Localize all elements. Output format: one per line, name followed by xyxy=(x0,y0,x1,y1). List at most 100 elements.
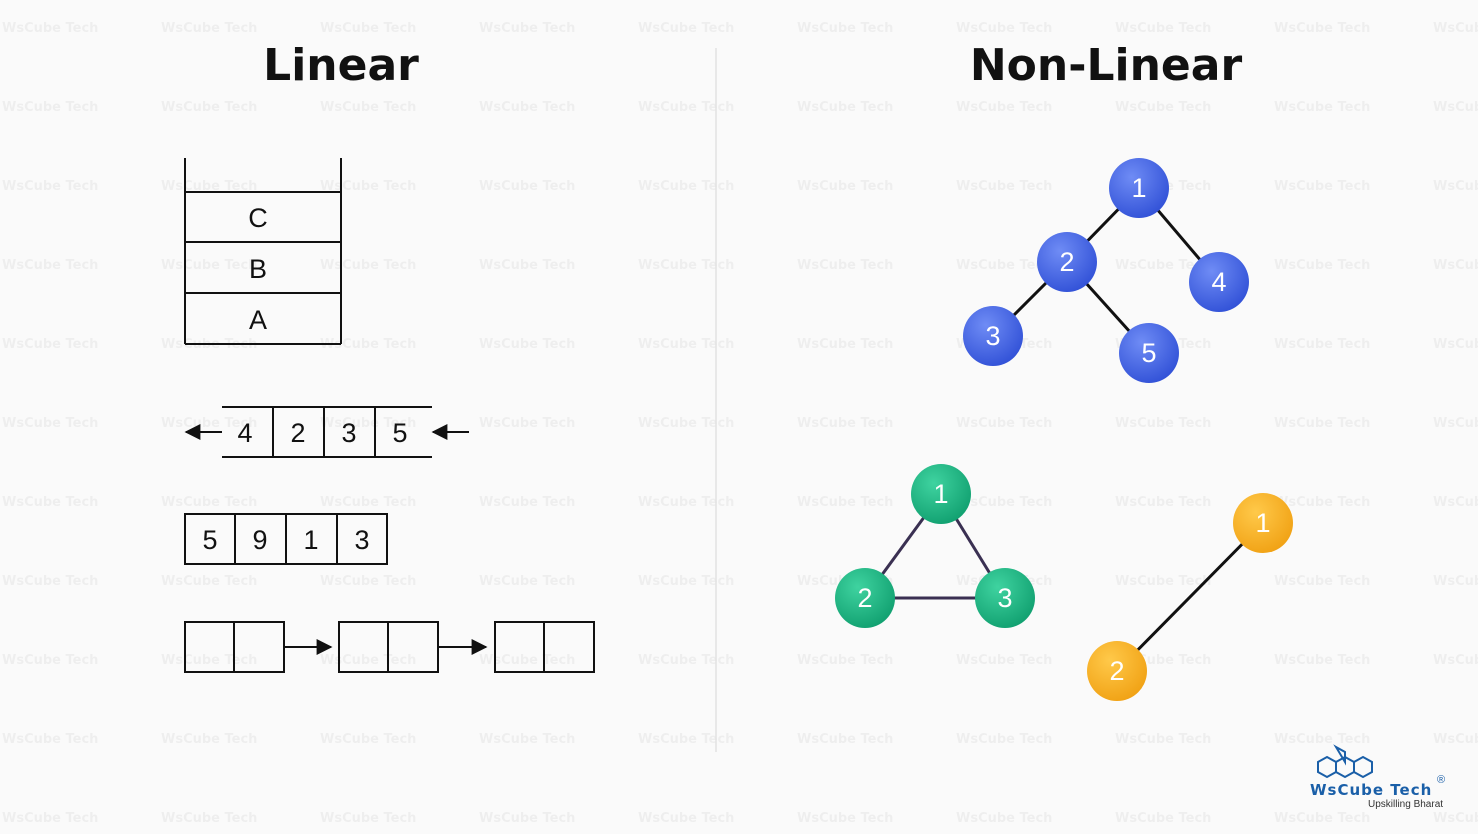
tree-diagram: 1 2 4 3 5 xyxy=(963,158,1249,383)
watermark-text: WsCube Tech xyxy=(638,732,734,747)
graph-node xyxy=(835,568,895,628)
watermark-text: WsCube Tech xyxy=(797,732,893,747)
array-item: 3 xyxy=(354,525,369,555)
non-linear-heading: Non-Linear xyxy=(970,40,1243,91)
watermark-text: WsCube Tech xyxy=(1115,732,1211,747)
watermark-layer: WsCube TechWsCube TechWsCube TechWsCube … xyxy=(2,21,1478,826)
watermark-text: WsCube Tech xyxy=(161,811,257,826)
watermark-text: WsCube Tech xyxy=(797,811,893,826)
watermark-text: WsCube Tech xyxy=(1433,337,1478,352)
tree-node-label: 4 xyxy=(1211,267,1226,297)
tree-node-label: 3 xyxy=(985,321,1000,351)
watermark-text: WsCube Tech xyxy=(956,495,1052,510)
watermark-text: WsCube Tech xyxy=(479,337,575,352)
tree-node xyxy=(963,306,1023,366)
watermark-text: WsCube Tech xyxy=(2,811,98,826)
watermark-text: WsCube Tech xyxy=(161,258,257,273)
watermark-text: WsCube Tech xyxy=(1433,179,1478,194)
pair-node-label: 1 xyxy=(1255,508,1270,538)
tree-node xyxy=(1037,232,1097,292)
watermark-text: WsCube Tech xyxy=(956,732,1052,747)
watermark-text: WsCube Tech xyxy=(320,100,416,115)
watermark-text: WsCube Tech xyxy=(320,21,416,36)
watermark-text: WsCube Tech xyxy=(1115,258,1211,273)
watermark-text: WsCube Tech xyxy=(638,811,734,826)
watermark-text: WsCube Tech xyxy=(479,100,575,115)
watermark-text: WsCube Tech xyxy=(1115,495,1211,510)
watermark-text: WsCube Tech xyxy=(1115,811,1211,826)
watermark-text: WsCube Tech xyxy=(956,416,1052,431)
tree-node-label: 1 xyxy=(1131,173,1146,203)
stack-item: C xyxy=(248,203,268,233)
watermark-text: WsCube Tech xyxy=(797,495,893,510)
watermark-text: WsCube Tech xyxy=(638,179,734,194)
watermark-text: WsCube Tech xyxy=(2,337,98,352)
brand-tagline: Upskilling Bharat xyxy=(1368,799,1443,810)
watermark-text: WsCube Tech xyxy=(2,416,98,431)
watermark-text: WsCube Tech xyxy=(479,495,575,510)
watermark-text: WsCube Tech xyxy=(161,574,257,589)
watermark-text: WsCube Tech xyxy=(320,811,416,826)
watermark-text: WsCube Tech xyxy=(797,416,893,431)
queue-item: 2 xyxy=(290,418,305,448)
watermark-text: WsCube Tech xyxy=(956,811,1052,826)
graph-node-label: 1 xyxy=(933,479,948,509)
watermark-text: WsCube Tech xyxy=(1433,100,1478,115)
watermark-text: WsCube Tech xyxy=(1433,574,1478,589)
watermark-text: WsCube Tech xyxy=(2,653,98,668)
pair-graph-diagram: 1 2 xyxy=(1087,493,1293,701)
watermark-text: WsCube Tech xyxy=(638,416,734,431)
queue-item: 5 xyxy=(392,418,407,448)
watermark-text: WsCube Tech xyxy=(161,732,257,747)
watermark-text: WsCube Tech xyxy=(956,100,1052,115)
registered-mark: ® xyxy=(1437,774,1445,786)
watermark-text: WsCube Tech xyxy=(479,21,575,36)
tree-node-label: 2 xyxy=(1059,247,1074,277)
watermark-text: WsCube Tech xyxy=(320,732,416,747)
watermark-text: WsCube Tech xyxy=(1274,416,1370,431)
watermark-text: WsCube Tech xyxy=(320,416,416,431)
watermark-text: WsCube Tech xyxy=(1274,495,1370,510)
watermark-text: WsCube Tech xyxy=(638,653,734,668)
watermark-text: WsCube Tech xyxy=(2,21,98,36)
array-item: 9 xyxy=(252,525,267,555)
watermark-text: WsCube Tech xyxy=(797,100,893,115)
watermark-text: WsCube Tech xyxy=(161,653,257,668)
watermark-text: WsCube Tech xyxy=(1274,258,1370,273)
watermark-text: WsCube Tech xyxy=(2,732,98,747)
tree-node xyxy=(1119,323,1179,383)
watermark-text: WsCube Tech xyxy=(1115,21,1211,36)
watermark-text: WsCube Tech xyxy=(797,653,893,668)
watermark-text: WsCube Tech xyxy=(1433,811,1478,826)
graph-node-label: 2 xyxy=(857,583,872,613)
graph-node xyxy=(911,464,971,524)
array-diagram xyxy=(184,513,388,565)
watermark-text: WsCube Tech xyxy=(638,337,734,352)
watermark-text: WsCube Tech xyxy=(638,258,734,273)
pair-node-label: 2 xyxy=(1109,656,1124,686)
watermark-text: WsCube Tech xyxy=(1433,732,1478,747)
watermark-text: WsCube Tech xyxy=(479,574,575,589)
watermark-text: WsCube Tech xyxy=(479,258,575,273)
pair-edge xyxy=(1115,521,1265,673)
watermark-text: WsCube Tech xyxy=(2,495,98,510)
watermark-text: WsCube Tech xyxy=(1433,495,1478,510)
stack-item: A xyxy=(249,305,267,335)
watermark-text: WsCube Tech xyxy=(1433,653,1478,668)
watermark-text: WsCube Tech xyxy=(797,337,893,352)
watermark-text: WsCube Tech xyxy=(1274,811,1370,826)
watermark-text: WsCube Tech xyxy=(797,258,893,273)
watermark-text: WsCube Tech xyxy=(2,574,98,589)
watermark-text: WsCube Tech xyxy=(479,653,575,668)
watermark-text: WsCube Tech xyxy=(479,732,575,747)
hexagon-logo-icon xyxy=(1317,744,1373,779)
watermark-text: WsCube Tech xyxy=(320,337,416,352)
array-item: 1 xyxy=(303,525,318,555)
linear-heading: Linear xyxy=(263,40,419,91)
watermark-text: WsCube Tech xyxy=(1274,653,1370,668)
watermark-text: WsCube Tech xyxy=(320,653,416,668)
array-item: 5 xyxy=(202,525,217,555)
watermark-text: WsCube Tech xyxy=(479,811,575,826)
watermark-text: WsCube Tech xyxy=(161,21,257,36)
